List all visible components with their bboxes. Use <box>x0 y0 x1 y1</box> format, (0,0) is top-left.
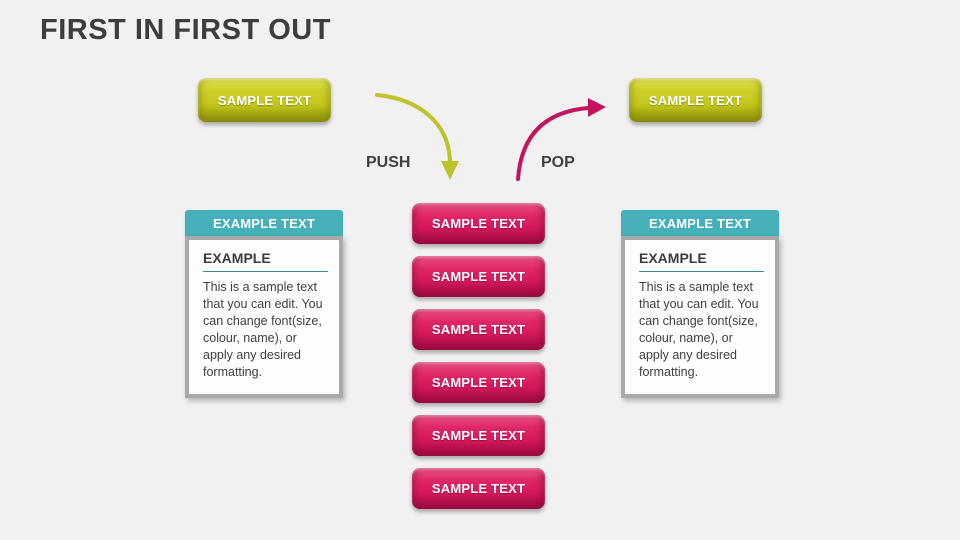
input-sample-button: SAMPLE TEXT <box>198 78 331 122</box>
stack-item: SAMPLE TEXT <box>412 203 545 244</box>
stack-item: SAMPLE TEXT <box>412 468 545 509</box>
example-body-text: This is a sample text that you can edit.… <box>203 280 323 379</box>
example-box-left: EXAMPLE TEXT EXAMPLE This is a sample te… <box>185 210 343 398</box>
example-box-header: EXAMPLE TEXT <box>185 210 343 236</box>
stack-item-label: SAMPLE TEXT <box>431 269 526 284</box>
stack-item: SAMPLE TEXT <box>412 362 545 403</box>
example-body-text: This is a sample text that you can edit.… <box>639 280 759 379</box>
stack-item-label: SAMPLE TEXT <box>431 216 526 231</box>
example-divider <box>639 271 764 272</box>
output-sample-button-label: SAMPLE TEXT <box>648 92 743 108</box>
output-sample-button: SAMPLE TEXT <box>629 78 762 122</box>
stack-item: SAMPLE TEXT <box>412 309 545 350</box>
stack-item: SAMPLE TEXT <box>412 256 545 297</box>
stack-item-label: SAMPLE TEXT <box>431 375 526 390</box>
stack-item-label: SAMPLE TEXT <box>431 322 526 337</box>
example-heading: EXAMPLE <box>203 250 271 266</box>
example-box-header: EXAMPLE TEXT <box>621 210 779 236</box>
input-sample-button-label: SAMPLE TEXT <box>217 92 312 108</box>
example-box-body: EXAMPLE This is a sample text that you c… <box>185 236 343 398</box>
stack-item-label: SAMPLE TEXT <box>431 428 526 443</box>
push-label: PUSH <box>366 154 411 171</box>
slide-title: FIRST IN FIRST OUT <box>40 14 331 46</box>
pop-label: POP <box>541 154 575 171</box>
stack-item: SAMPLE TEXT <box>412 415 545 456</box>
example-box-body: EXAMPLE This is a sample text that you c… <box>621 236 779 398</box>
example-heading: EXAMPLE <box>639 250 707 266</box>
stack-item-label: SAMPLE TEXT <box>431 481 526 496</box>
example-box-right: EXAMPLE TEXT EXAMPLE This is a sample te… <box>621 210 779 398</box>
example-divider <box>203 271 328 272</box>
